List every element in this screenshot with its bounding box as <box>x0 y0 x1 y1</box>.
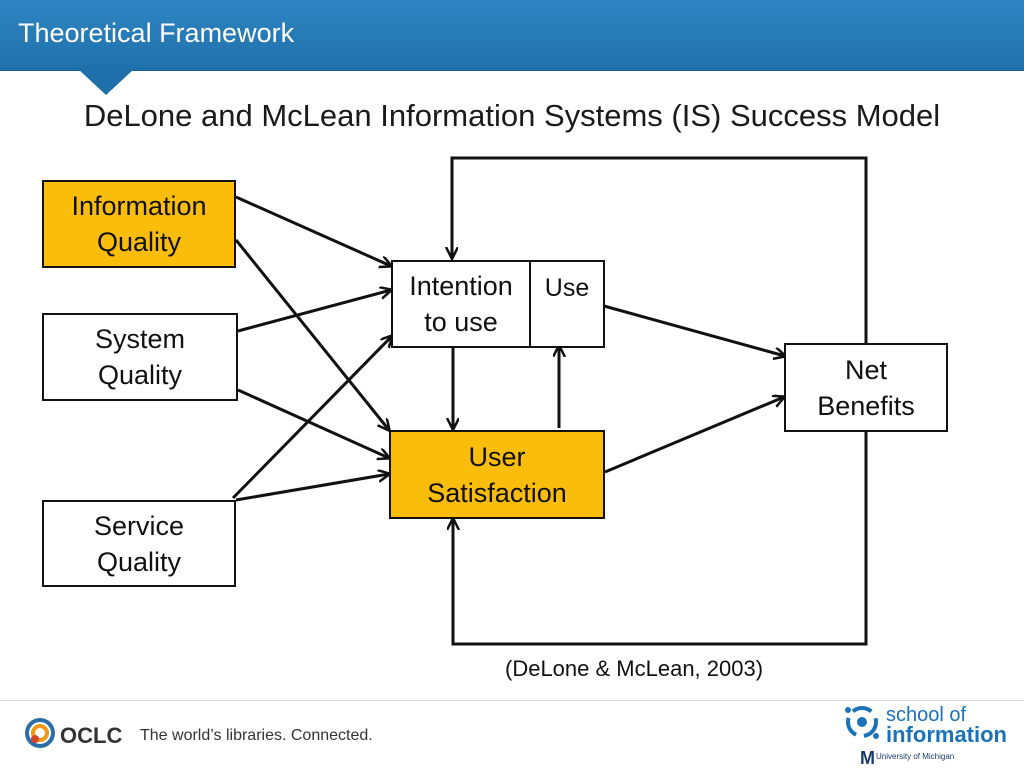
node-net-benefits: Net Benefits <box>784 343 948 432</box>
node-system-quality-line1: System <box>94 324 186 354</box>
slide-title: DeLone and McLean Information Systems (I… <box>83 98 941 133</box>
feedback-loop-top <box>452 156 868 344</box>
arrow-satisfaction-to-netbenefits <box>604 397 784 474</box>
node-information-quality-line2: Quality <box>96 227 182 257</box>
node-information-quality: Information Quality <box>42 180 236 268</box>
um-block-m: M <box>860 748 875 768</box>
node-intention-to-use: Intention to use <box>391 260 531 348</box>
school-university: University of Michigan <box>876 752 955 761</box>
node-net-benefits-line1: Net <box>844 354 888 385</box>
node-information-quality-line1: Information <box>71 191 207 221</box>
oclc-logo: OCLC <box>25 718 122 748</box>
node-user-satisfaction-line1: User <box>468 441 526 472</box>
header-pointer <box>78 69 134 95</box>
arrow-sysq-to-satisfaction <box>237 388 389 458</box>
node-service-quality: Service Quality <box>42 500 236 587</box>
school-line1: school of <box>886 704 967 726</box>
node-system-quality: System Quality <box>42 313 238 401</box>
oclc-tagline: The world’s libraries. Connected. <box>140 727 373 744</box>
node-user-satisfaction: User Satisfaction <box>389 430 605 519</box>
node-intention-line2: to use <box>424 307 498 337</box>
citation: (DeLone & McLean, 2003) <box>505 656 764 681</box>
node-service-quality-line2: Quality <box>96 546 182 577</box>
arrow-servq-to-satisfaction <box>235 474 389 502</box>
arrow-use-to-netbenefits <box>603 304 785 356</box>
arrow-servq-to-intention <box>231 336 392 500</box>
school-of-information-logo <box>845 706 879 739</box>
arrow-infoq-to-intention <box>235 195 391 266</box>
arrow-infoq-to-satisfaction <box>234 239 389 430</box>
diagram-connectors <box>231 156 868 646</box>
footer-divider <box>0 700 1024 701</box>
node-intention-line1: Intention <box>409 271 513 301</box>
node-system-quality-line2: Quality <box>97 360 183 390</box>
oclc-brand: OCLC <box>60 723 122 748</box>
school-line2: information <box>886 722 1007 747</box>
header-bar: Theoretical Framework <box>0 0 1024 71</box>
header-title: Theoretical Framework <box>18 18 295 48</box>
feedback-loop-bottom <box>453 432 868 646</box>
node-service-quality-line1: Service <box>93 510 185 541</box>
node-use: Use <box>529 260 605 348</box>
arrow-sysq-to-intention <box>237 290 391 333</box>
node-user-satisfaction-line2: Satisfaction <box>427 477 567 508</box>
node-net-benefits-line2: Benefits <box>817 390 915 421</box>
node-use-label: Use <box>544 274 590 302</box>
